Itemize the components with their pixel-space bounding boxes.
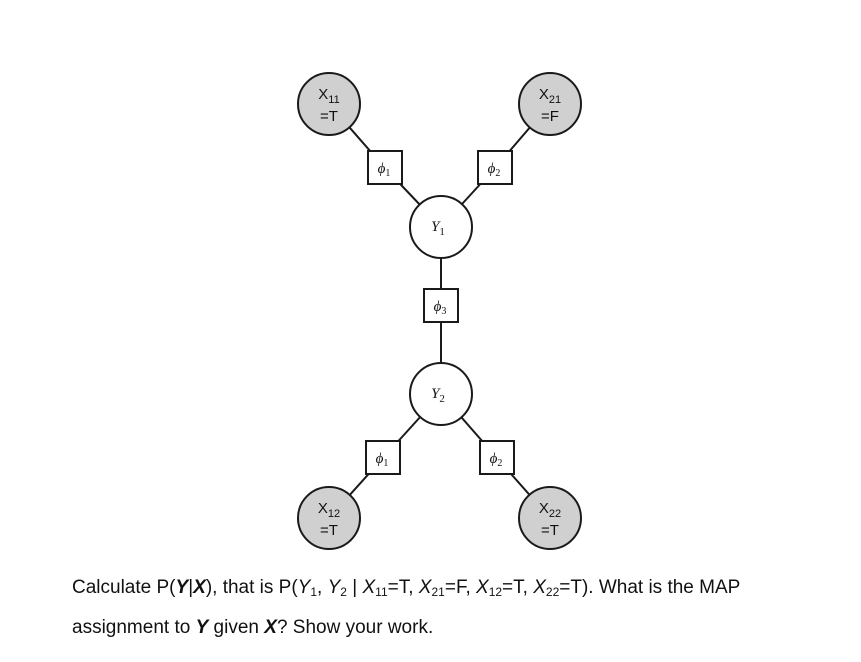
node-y1-circle	[409, 195, 473, 259]
factor-bot-right: ϕ2	[479, 440, 515, 475]
node-x21-label: X21	[539, 86, 561, 106]
question-text: Calculate P(Y|X), that is P(Y1, Y2 | X11…	[72, 568, 832, 648]
node-y1-label: Y1	[431, 219, 445, 238]
node-x21-value: =F	[541, 108, 559, 125]
factor-bot-right-label: ϕ2	[490, 451, 503, 469]
factor-top-left-box	[367, 150, 403, 185]
factor-top-right: ϕ2	[477, 150, 513, 185]
node-x22-circle	[518, 486, 582, 550]
node-y2: Y2	[409, 362, 473, 426]
factor-bot-left-box	[365, 440, 401, 475]
factor-bot-right-box	[479, 440, 515, 475]
node-x12-label: X12	[318, 500, 340, 520]
node-x12-circle	[297, 486, 361, 550]
factor-top-right-box	[477, 150, 513, 185]
node-y2-circle	[409, 362, 473, 426]
node-x11-circle	[297, 72, 361, 136]
factor-mid-box	[423, 288, 459, 323]
node-x11: X11 =T	[297, 72, 361, 136]
factor-top-left: ϕ1	[367, 150, 403, 185]
factor-top-left-label: ϕ1	[378, 161, 391, 179]
factor-top-right-label: ϕ2	[488, 161, 501, 179]
factor-mid-label: ϕ3	[434, 299, 447, 317]
factor-mid: ϕ3	[423, 288, 459, 323]
node-y2-label: Y2	[431, 386, 445, 405]
node-x12-value: =T	[320, 522, 338, 539]
node-x12: X12 =T	[297, 486, 361, 550]
question-line-1: Calculate P(Y|X), that is P(Y1, Y2 | X11…	[72, 577, 741, 599]
factor-bot-left-label: ϕ1	[376, 451, 389, 469]
node-x22-label: X22	[539, 500, 561, 520]
factor-graph: X11 =T X21 =F X12 =T X22 =T Y1 Y2 ϕ1 ϕ2 …	[297, 72, 582, 550]
node-x11-value: =T	[320, 108, 338, 125]
node-x11-label: X11	[318, 86, 339, 106]
node-y1: Y1	[409, 195, 473, 259]
factor-bot-left: ϕ1	[365, 440, 401, 475]
node-x21: X21 =F	[518, 72, 582, 136]
node-x21-circle	[518, 72, 582, 136]
node-x22: X22 =T	[518, 486, 582, 550]
node-x22-value: =T	[541, 522, 559, 539]
question-line-2: assignment to Y given X? Show your work.	[72, 617, 434, 638]
